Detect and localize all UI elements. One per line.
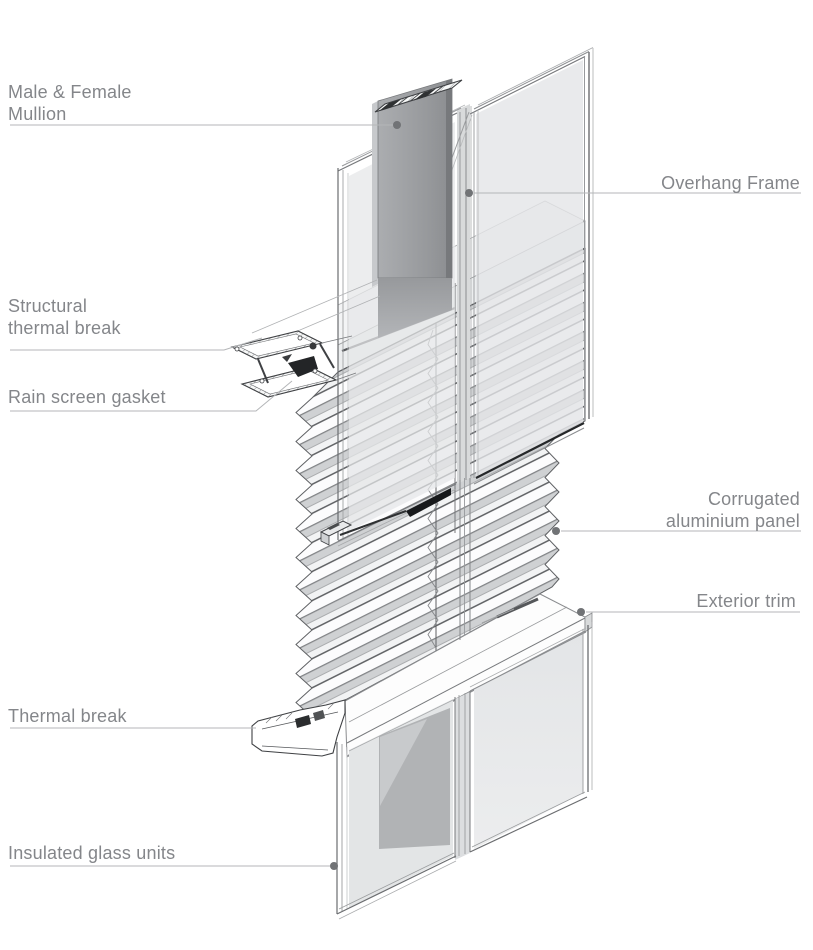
label-line: aluminium panel xyxy=(665,511,800,531)
label-line: Mullion xyxy=(8,104,67,124)
label-exterior-trim: Exterior trim xyxy=(696,590,796,612)
label-insulated-glass-units: Insulated glass units xyxy=(8,842,175,864)
label-line: Rain screen gasket xyxy=(8,387,166,407)
label-line: Overhang Frame xyxy=(661,173,800,193)
label-line: thermal break xyxy=(8,318,121,338)
label-corrugated-panel: Corrugated aluminium panel xyxy=(666,488,800,532)
label-line: Insulated glass units xyxy=(8,843,176,863)
mullion-section-detail xyxy=(230,279,381,398)
label-male-female-mullion: Male & Female Mullion xyxy=(8,81,132,125)
label-thermal-break: Thermal break xyxy=(8,705,127,727)
label-line: Structural xyxy=(8,296,88,316)
label-structural-thermal-break: Structural thermal break xyxy=(8,295,121,339)
glazing-joint-frames xyxy=(454,104,472,640)
label-line: Corrugated xyxy=(707,489,800,509)
label-line: Exterior trim xyxy=(696,591,796,611)
lower-glass-units xyxy=(336,622,593,920)
mullion-box xyxy=(372,78,463,338)
label-line: Thermal break xyxy=(8,706,127,726)
label-line: Male & Female xyxy=(8,82,132,102)
label-overhang-frame: Overhang Frame xyxy=(661,172,800,194)
label-rain-screen-gasket: Rain screen gasket xyxy=(8,386,166,408)
leader-lines xyxy=(10,121,801,870)
sill-section-detail xyxy=(251,699,346,757)
